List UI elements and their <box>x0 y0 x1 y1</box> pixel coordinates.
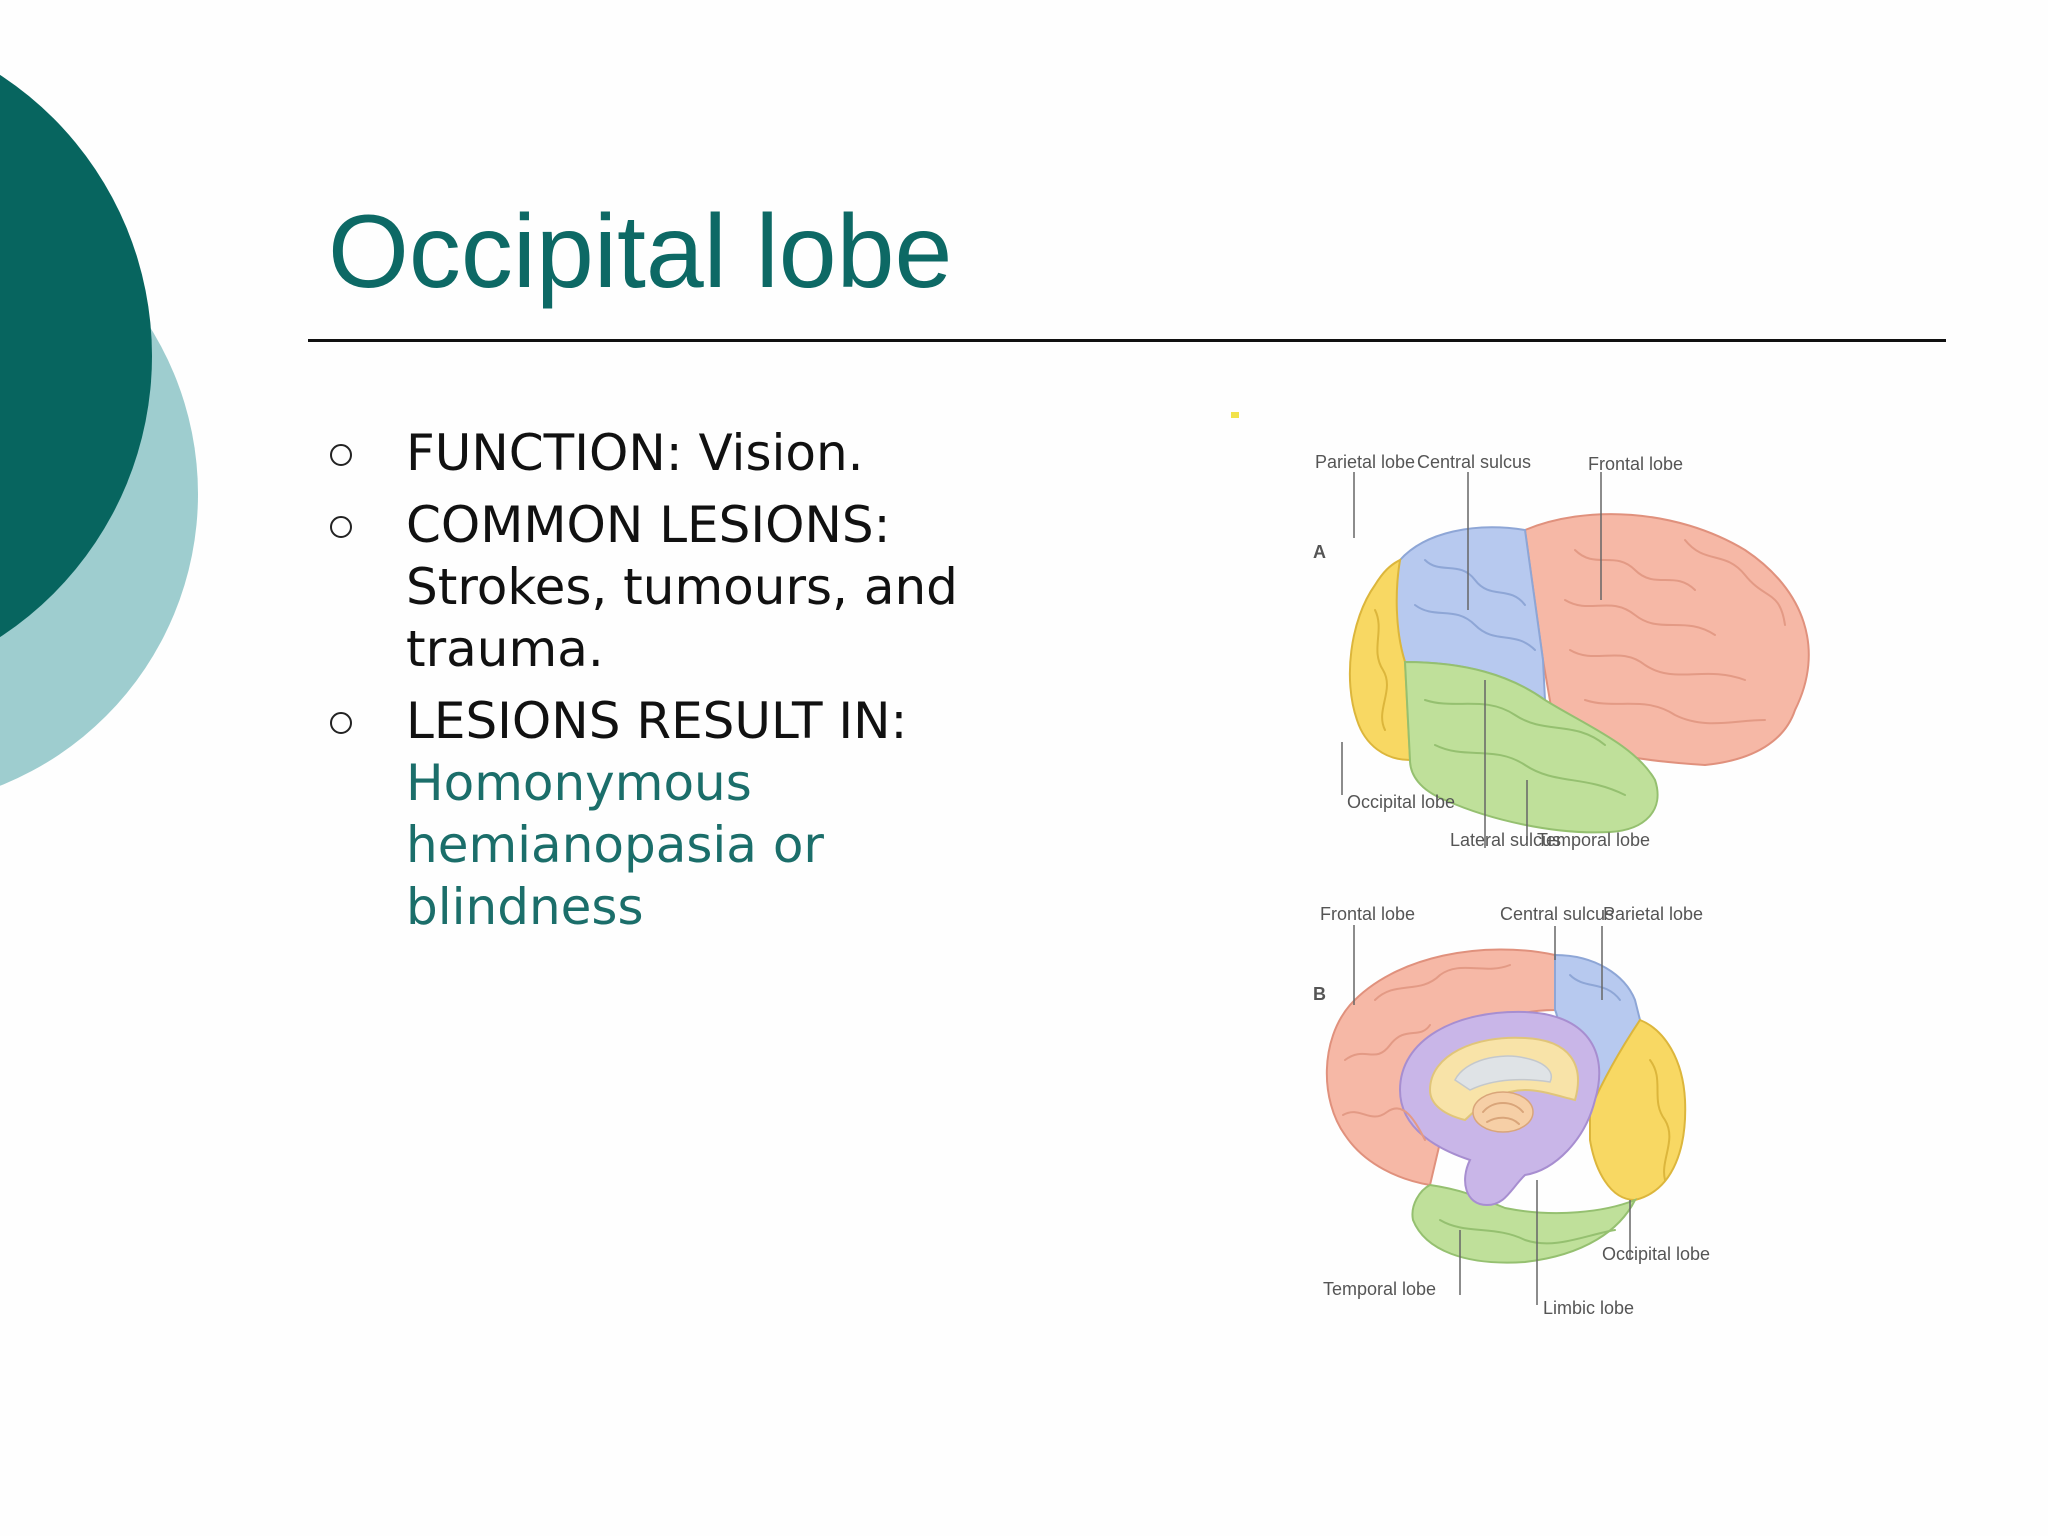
panel-a-label-central: Central sulcus <box>1417 452 1531 472</box>
bullet-lesions-result-text: LESIONS RESULT IN: <box>406 692 908 750</box>
bullet-circle-icon <box>330 444 352 466</box>
panel-b-occipital-gyri <box>1649 1059 1671 1181</box>
panel-a-label-parietal: Parietal lobe <box>1315 452 1415 472</box>
panel-a: A <box>1313 452 1810 850</box>
bullet-lesions-result-accent: Homonymous hemianopasia or blindness <box>406 754 824 936</box>
panel-a-letter: A <box>1313 542 1326 562</box>
panel-b-label-frontal: Frontal lobe <box>1320 904 1415 924</box>
bullet-circle-icon <box>330 516 352 538</box>
corner-mark <box>1231 412 1239 418</box>
brain-lobes-diagram: A <box>1225 400 1875 1340</box>
bullet-circle-icon <box>330 712 352 734</box>
bullet-common-lesions: COMMON LESIONS: Strokes, tumours, and tr… <box>328 494 1068 680</box>
panel-a-label-frontal: Frontal lobe <box>1588 454 1683 474</box>
panel-b-letter: B <box>1313 984 1326 1004</box>
panel-a-occipital-gyri <box>1374 609 1388 731</box>
slide-title: Occipital lobe <box>328 194 953 310</box>
panel-a-temporal-gyri <box>1424 699 1626 796</box>
panel-b-thalamus-detail <box>1482 1102 1524 1125</box>
bullet-function-text: FUNCTION: Vision. <box>406 424 864 482</box>
panel-a-label-lateral: Lateral sulcus <box>1450 830 1561 850</box>
panel-b-ventricle <box>1454 1055 1552 1091</box>
brain-diagram-svg: A <box>1231 412 1810 1318</box>
panel-b-temporal-gyri <box>1439 1219 1616 1245</box>
panel-a-parietal-gyri <box>1414 559 1536 651</box>
bullet-common-lesions-text: COMMON LESIONS: Strokes, tumours, and tr… <box>406 496 958 678</box>
panel-b-label-occipital: Occipital lobe <box>1602 1244 1710 1264</box>
panel-a-label-occipital: Occipital lobe <box>1347 792 1455 812</box>
panel-b-parietal-gyri <box>1569 974 1621 1001</box>
panel-b-label-limbic: Limbic lobe <box>1543 1298 1634 1318</box>
bullet-function: FUNCTION: Vision. <box>328 422 1068 484</box>
panel-b-label-temporal: Temporal lobe <box>1323 1279 1436 1299</box>
panel-b-label-parietal: Parietal lobe <box>1603 904 1703 924</box>
panel-a-occipital-region <box>1348 558 1412 762</box>
bullet-list: FUNCTION: Vision. COMMON LESIONS: Stroke… <box>328 422 1068 948</box>
panel-b: B <box>1313 904 1710 1318</box>
panel-a-frontal-gyri <box>1564 539 1786 725</box>
title-divider <box>308 339 1946 342</box>
panel-b-temporal-region <box>1411 1183 1638 1264</box>
panel-b-label-central: Central sulcus <box>1500 904 1614 924</box>
bullet-lesions-result: LESIONS RESULT IN: Homonymous hemianopas… <box>328 690 1068 938</box>
panel-a-label-temporal: Temporal lobe <box>1537 830 1650 850</box>
panel-b-frontal-gyri <box>1342 964 1511 1141</box>
